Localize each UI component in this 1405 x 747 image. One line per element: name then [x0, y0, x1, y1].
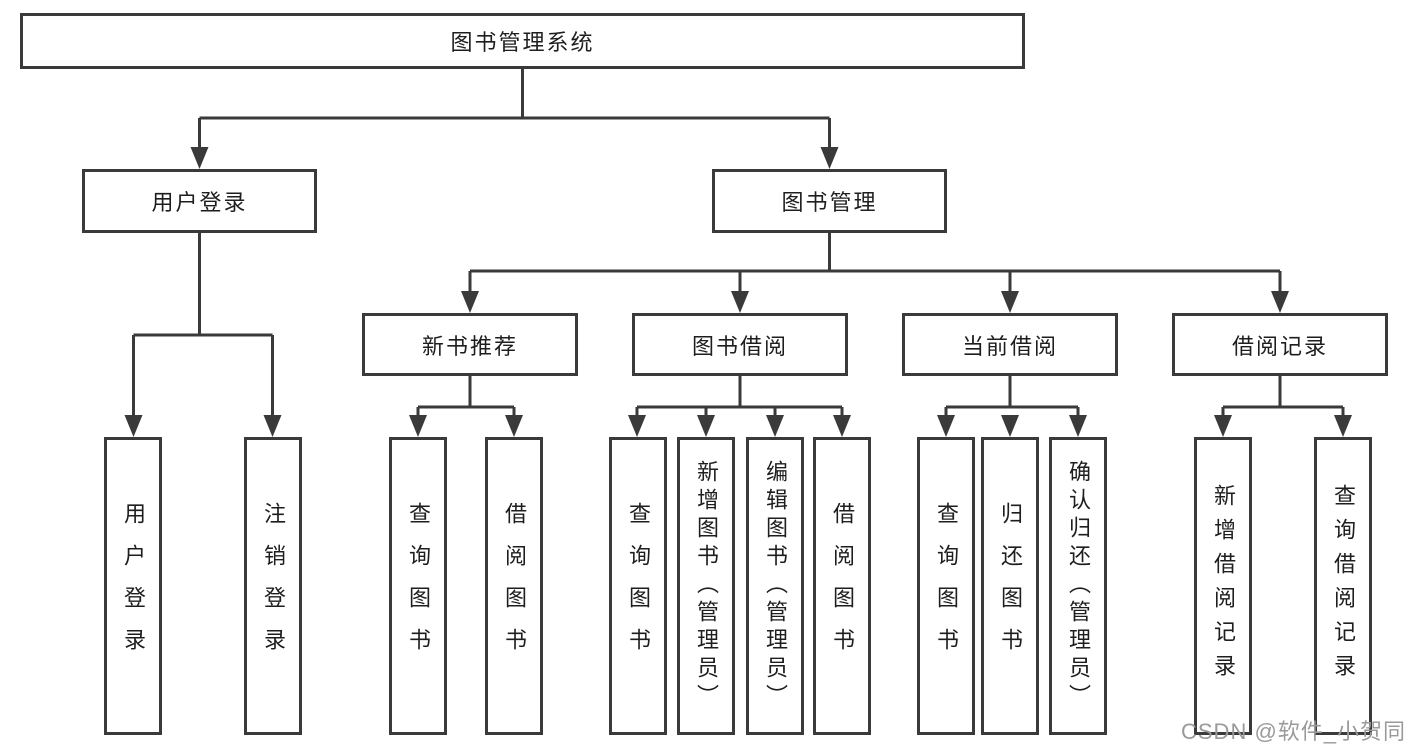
leaf-borrow-books-recommend: 借阅图书 [485, 437, 543, 735]
node-book-borrow-label: 图书借阅 [691, 333, 788, 359]
leaf-edit-book-admin: 编辑图书（管理员） [746, 437, 804, 735]
leaf-query-borrow-record-label: 查询借阅记录 [1331, 484, 1356, 688]
leaf-query-books-borrow: 查询图书 [609, 437, 667, 735]
leaf-query-books-recommend: 查询图书 [389, 437, 447, 735]
node-current-borrow: 当前借阅 [902, 313, 1118, 376]
leaf-add-book-admin: 新增图书（管理员） [677, 437, 735, 735]
node-book-management-label: 图书管理 [781, 190, 878, 215]
leaf-query-books-borrow-label: 查询图书 [626, 502, 651, 670]
node-book-borrow: 图书借阅 [632, 313, 848, 376]
node-new-book-recommend-label: 新书推荐 [421, 333, 518, 359]
leaf-add-borrow-record: 新增借阅记录 [1194, 437, 1252, 735]
leaf-query-borrow-record: 查询借阅记录 [1314, 437, 1372, 735]
leaf-query-books-current: 查询图书 [917, 437, 975, 735]
leaf-confirm-return-admin-label: 确认归还（管理员） [1066, 460, 1091, 712]
leaf-add-borrow-record-label: 新增借阅记录 [1211, 484, 1236, 688]
node-user-login: 用户登录 [82, 169, 317, 233]
node-borrow-records: 借阅记录 [1172, 313, 1388, 376]
node-borrow-records-label: 借阅记录 [1231, 333, 1328, 359]
node-current-borrow-label: 当前借阅 [961, 333, 1058, 359]
node-new-book-recommend: 新书推荐 [362, 313, 578, 376]
leaf-query-books-recommend-label: 查询图书 [406, 502, 431, 670]
leaf-borrow-books-borrow: 借阅图书 [813, 437, 871, 735]
node-root: 图书管理系统 [20, 13, 1025, 69]
arrowheads [124, 147, 1352, 437]
leaf-user-login: 用户登录 [104, 437, 162, 735]
leaf-return-book-label: 归还图书 [998, 502, 1023, 670]
leaf-query-books-current-label: 查询图书 [934, 502, 959, 670]
leaf-edit-book-admin-label: 编辑图书（管理员） [763, 460, 788, 712]
node-root-label: 图书管理系统 [450, 30, 595, 55]
leaf-logout: 注销登录 [244, 437, 302, 735]
node-book-management: 图书管理 [712, 169, 947, 233]
csdn-watermark: CSDN @软件_小贺同学 [1181, 719, 1405, 744]
leaf-logout-label: 注销登录 [261, 502, 286, 670]
leaf-user-login-label: 用户登录 [121, 502, 146, 670]
leaf-borrow-books-recommend-label: 借阅图书 [502, 502, 527, 670]
leaf-add-book-admin-label: 新增图书（管理员） [694, 460, 719, 712]
node-user-login-label: 用户登录 [151, 190, 248, 215]
leaf-confirm-return-admin: 确认归还（管理员） [1049, 437, 1107, 735]
leaf-return-book: 归还图书 [981, 437, 1039, 735]
leaf-borrow-books-borrow-label: 借阅图书 [830, 502, 855, 670]
